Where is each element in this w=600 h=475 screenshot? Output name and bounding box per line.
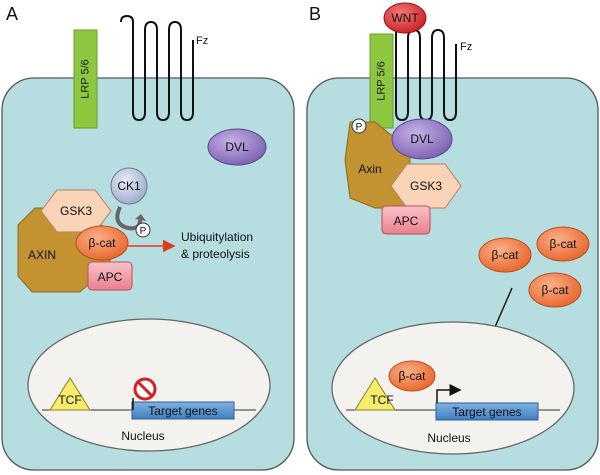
ubiquitylation-text-a: Ubiquitylation [181,230,253,244]
free-beta-cat-label-1: β-cat [492,248,520,262]
no-sign-icon [132,377,157,410]
nucleus-label-a: Nucleus [121,429,164,443]
nucleus-b: TCF β-cat Target genes Nucleus [331,321,575,455]
dvl-label-a: DVL [225,140,249,154]
phosphate-label-b: P [356,122,363,133]
beta-cat-label-a: β-cat [89,236,117,250]
apc-label-a: APC [98,270,123,284]
dvl-label-b: DVL [410,132,434,146]
axin-label-a: AXIN [28,248,56,262]
panel-a: A LRP 5/6 Fz DVL AXIN GSK3 [1,4,295,471]
panel-b: B LRP 5/6 Fz WNT Axin P D [306,2,599,471]
beta-catenin-free-1: β-cat [478,237,532,273]
target-label-a: Target genes [148,404,217,418]
axin-label-b: Axin [358,162,381,176]
beta-catenin-free-2: β-cat [536,226,590,262]
target-genes-b [435,402,539,421]
gsk3-b: GSK3 [390,163,462,209]
lrp-label-b: LRP 5/6 [375,61,387,101]
phosphorylation-arrowhead-a [135,214,146,221]
apc-b: APC [381,205,431,235]
wnt-ligand: WNT [383,2,427,34]
apc-a: APC [87,261,133,291]
nucleus-label-b: Nucleus [427,431,470,445]
wnt-label: WNT [391,11,419,25]
frizzled-receptor-a: Fz [120,14,208,122]
beta-catenin-a: β-cat [75,225,129,261]
dvl-b: DVL [391,118,453,160]
tcf-label-a: TCF [58,393,81,407]
fz-label-a: Fz [196,35,208,47]
gsk3-label-b: GSK3 [410,179,442,193]
tcf-a [49,377,91,411]
phosphate-label-a: P [140,226,147,237]
proteolysis-text-a: & proteolysis [181,247,250,261]
beta-catenin-free-3: β-cat [528,272,582,308]
tcf-b [354,377,396,411]
fz-label-b: Fz [460,41,472,53]
tcf-label-b: TCF [370,393,393,407]
beta-catenin-nuclear [388,360,436,392]
panel-b-label: B [309,4,321,24]
lrp-receptor-a: LRP 5/6 [73,29,98,129]
dvl-a: DVL [207,128,267,166]
target-label-b: Target genes [452,405,521,419]
transcription-start-arrow [436,384,462,403]
free-beta-cat-label-2: β-cat [550,237,578,251]
target-genes-a [131,401,235,420]
phosphate-a: P [135,222,151,238]
apc-label-b: APC [394,214,419,228]
ck1-label-a: CK1 [117,179,141,193]
lrp-label-a: LRP 5/6 [79,59,91,99]
panel-a-label: A [6,4,18,24]
lrp-receptor-b: LRP 5/6 [369,33,394,129]
phosphate-b: P [351,118,367,134]
gsk3-label-a: GSK3 [60,204,92,218]
ck1-a: CK1 [110,167,148,205]
free-beta-cat-label-3: β-cat [542,283,570,297]
nuclear-beta-cat-label: β-cat [399,369,427,383]
